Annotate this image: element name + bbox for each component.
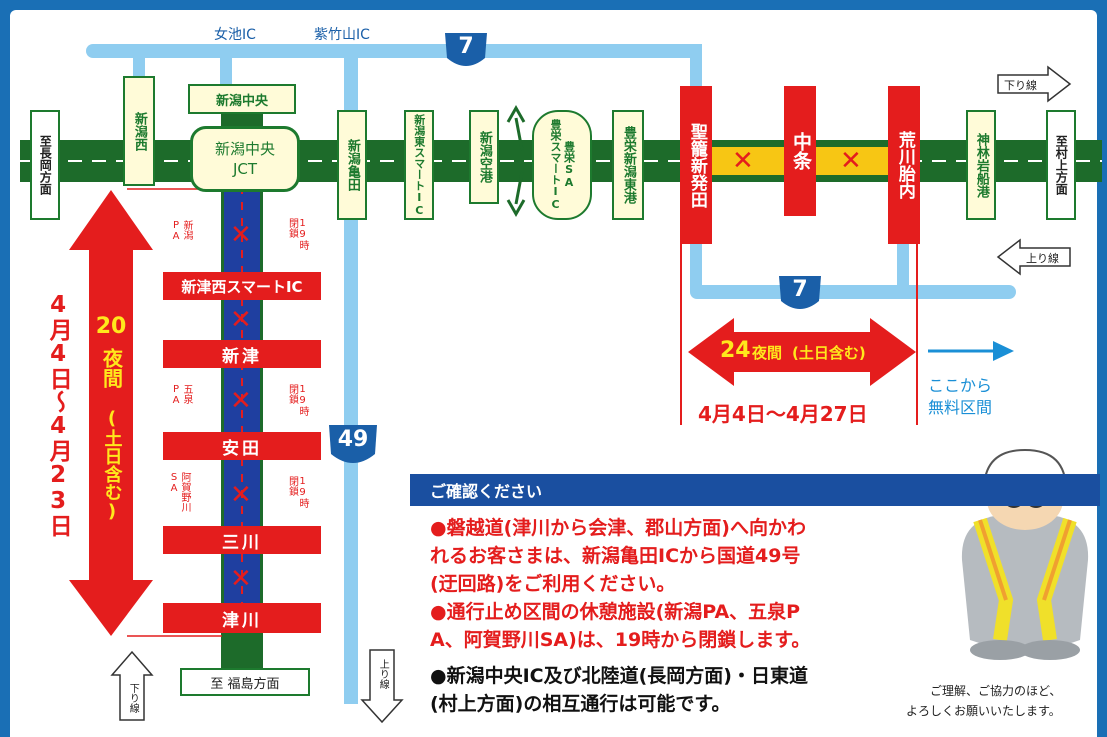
closure-x-icon: ✕ <box>230 220 252 250</box>
route7-east-road <box>690 285 1016 299</box>
connector-road-3 <box>897 240 909 290</box>
nobori-label-south: 上り線 <box>377 659 389 689</box>
exit-toyosaka-port: 豊栄新潟東港 <box>612 110 644 220</box>
thanks-line2: よろしくお願いいたします。 <box>906 704 1061 718</box>
kudari-arrow-right-icon <box>997 65 1072 103</box>
exit-seirou-shibata: 聖籠新発田 <box>680 86 712 244</box>
end-box-fukushima: 至 福島方面 <box>180 668 310 696</box>
jct-niigata-chuo: 新潟中央 JCT <box>190 126 300 192</box>
notice-line: (村上方面)の相互通行は可能です。 <box>430 693 731 715</box>
kudari-arrow-up-icon <box>110 650 154 721</box>
sa-agano-label: 阿賀野川SA <box>168 472 191 512</box>
ramp-arrow-up-icon <box>506 104 526 151</box>
nobori-arrow-left-icon <box>996 238 1071 276</box>
free-section-arrowhead <box>993 341 1014 361</box>
toyosaka-smart-ic-label: 豊栄スマートIC <box>549 119 562 211</box>
toyosaka-sa-block: 豊栄スマートIC 豊栄SA <box>532 110 592 220</box>
closed-19-label-1: 19時閉鎖 <box>286 218 309 250</box>
closure-x-icon: ✕ <box>840 146 862 176</box>
notice-line: A、阿賀野川SA)は、19時から閉鎖します。 <box>430 629 811 651</box>
closure-x-icon: ✕ <box>230 386 252 416</box>
nobori-arrow-down-icon <box>360 649 404 724</box>
thanks-line1: ご理解、ご協力のほど、 <box>930 684 1062 698</box>
exit-kamihayashi: 神林岩船港 <box>966 110 996 220</box>
ic-label-menoike: 女池IC <box>214 27 256 43</box>
period-count-left: 20 <box>95 314 127 339</box>
exit-yasuda: 安田 <box>163 432 321 460</box>
kudari-label-east: 下り線 <box>1004 79 1037 92</box>
period-unit-left: 夜間 <box>99 348 124 388</box>
route7-badge-bottom <box>779 276 821 309</box>
period-arrow-right <box>688 318 916 386</box>
ic-label-shichikuyama: 紫竹山IC <box>314 27 370 43</box>
exit-niigata-kuko: 新潟空港 <box>469 110 499 204</box>
notice-header: ご確認ください <box>410 474 1100 506</box>
exit-niitsu: 新津 <box>163 340 321 368</box>
exit-higashi-smart-ic: 新潟東スマートIC <box>404 110 434 220</box>
period-dates-right: 4月4日～4月27日 <box>698 402 868 426</box>
route49-number: 49 <box>337 427 369 452</box>
period-arrow-left <box>69 190 153 636</box>
route7-west-road <box>86 44 702 58</box>
route7-number-top: 7 <box>458 34 474 59</box>
exit-niigata-nishi: 新潟西 <box>123 76 155 186</box>
route7-badge-top <box>445 33 487 66</box>
exit-arakawa-tainai: 荒川胎内 <box>888 86 920 244</box>
free-section-line2: 無料区間 <box>928 398 993 417</box>
closed-19-label-2: 19時閉鎖 <box>286 384 309 416</box>
exit-tsugawa: 津川 <box>163 603 321 633</box>
ramp-arrow-down-icon <box>506 171 526 218</box>
pa-niigata-label: 新潟PA <box>170 220 193 242</box>
closure-x-icon: ✕ <box>230 305 252 335</box>
closed-19-label-3: 19時閉鎖 <box>286 476 309 508</box>
route7-link-south <box>690 240 702 292</box>
exit-nakajo: 中条 <box>784 86 816 216</box>
exit-niigata-chuo: 新潟中央 <box>188 84 296 114</box>
notice-line: ●通行止め区間の休憩施設(新潟PA、五泉P <box>430 601 801 623</box>
jct-label-line2: JCT <box>232 160 258 178</box>
connector-road-2 <box>220 44 232 84</box>
toyosaka-sa-label: 豊栄SA <box>562 141 576 189</box>
notice-line: ●新潟中央IC及び北陸道(長岡方面)・日東道 <box>430 665 808 687</box>
period-unit-right: 夜間 <box>752 344 783 362</box>
notice-line: (迂回路)をご利用ください。 <box>430 573 676 595</box>
period-count-right: 24 <box>720 338 751 363</box>
closure-x-icon: ✕ <box>230 480 252 510</box>
notice-line: れるお客さまは、新潟亀田ICから国道49号 <box>430 545 801 567</box>
period-weekend-right: (土日含む) <box>792 344 866 362</box>
free-section-line1: ここから <box>928 376 993 395</box>
notice-line: ●磐越道(津川から会津、郡山方面)へ向かわ <box>430 517 806 539</box>
end-box-nagaoka: 至長岡方面 <box>30 110 60 220</box>
closure-x-icon: ✕ <box>230 564 252 594</box>
period-weekend-left: (土日含む) <box>101 408 123 522</box>
nobori-label-east: 上り線 <box>1026 252 1059 265</box>
exit-niitsu-nishi-smart-ic: 新津西スマートIC <box>163 272 321 300</box>
route49-badge <box>329 425 377 463</box>
closure-x-icon: ✕ <box>732 146 754 176</box>
exit-mikawa: 三川 <box>163 526 321 554</box>
period-dates-left: 4月4日～4月23日 <box>45 292 72 537</box>
jct-label-line1: 新潟中央 <box>214 140 275 158</box>
end-box-murakami: 至村上方面 <box>1046 110 1076 220</box>
exit-niigata-kameda: 新潟亀田 <box>337 110 367 220</box>
route7-number-bottom: 7 <box>792 277 808 302</box>
kudari-label-south: 下り線 <box>127 683 139 713</box>
pa-gosen-label: 五泉PA <box>170 384 193 406</box>
